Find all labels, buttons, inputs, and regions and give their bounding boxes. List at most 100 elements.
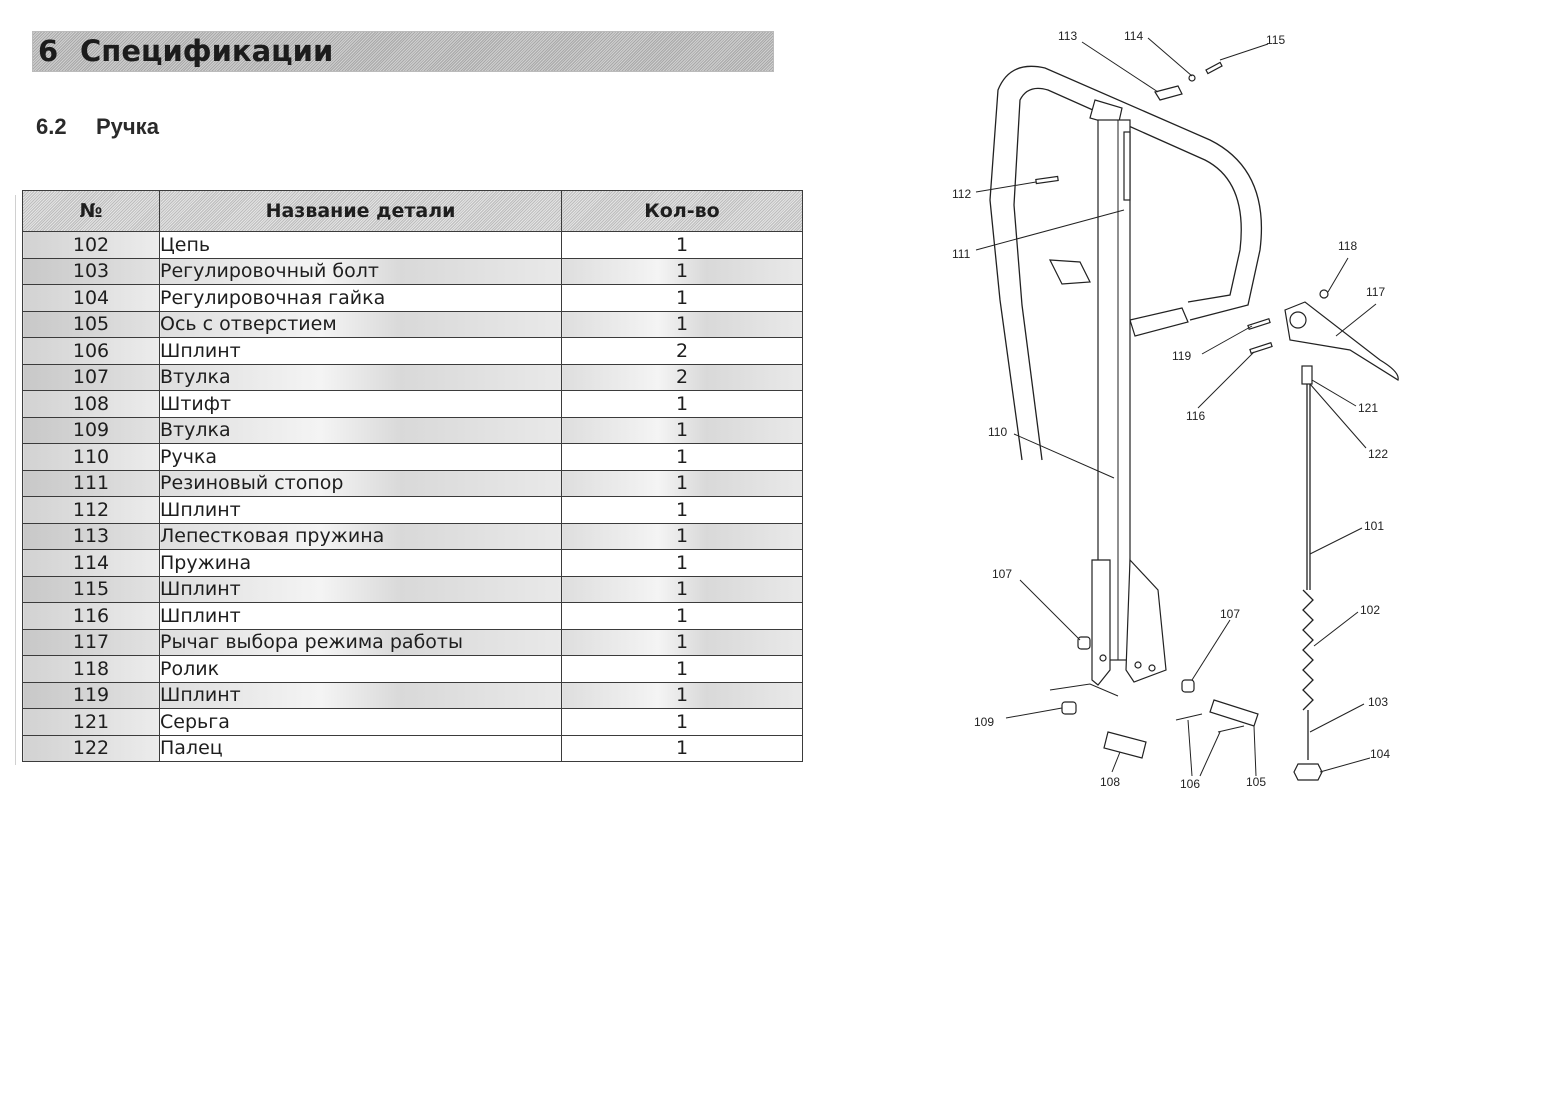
part-quantity: 1 — [561, 469, 803, 497]
cotter-pin-part — [1175, 713, 1203, 721]
part-number: 114 — [22, 549, 160, 577]
callout-101: 101 — [1364, 519, 1384, 533]
leader-line — [1147, 37, 1193, 77]
leader-line — [975, 181, 1037, 193]
part-number: 121 — [22, 708, 160, 736]
leader-line — [1309, 383, 1367, 449]
part-name: Палец — [159, 734, 562, 762]
cotter-pin-part — [1247, 317, 1271, 331]
part-number: 119 — [22, 681, 160, 709]
section-title: Спецификации — [80, 34, 334, 68]
lever-pivot — [1289, 311, 1307, 329]
bushing-part — [1061, 701, 1077, 715]
column-header-quantity: Кол-во — [561, 190, 803, 232]
handle-loop-outer — [989, 65, 1263, 461]
part-name: Втулка — [159, 416, 562, 444]
part-name: Шплинт — [159, 496, 562, 524]
leader-line — [1219, 43, 1269, 61]
part-name: Цепь — [159, 231, 562, 259]
callout-121: 121 — [1358, 401, 1378, 415]
leaf-spring-part — [1154, 85, 1183, 101]
part-number: 111 — [22, 469, 160, 497]
leader-line — [1081, 41, 1159, 93]
leader-line — [1253, 725, 1257, 777]
part-quantity: 1 — [561, 310, 803, 338]
part-quantity: 1 — [561, 284, 803, 312]
fork-hole — [1148, 664, 1156, 672]
part-quantity: 1 — [561, 708, 803, 736]
part-name: Ролик — [159, 655, 562, 683]
part-quantity: 1 — [561, 734, 803, 762]
part-number: 104 — [22, 284, 160, 312]
callout-107: 107 — [1220, 607, 1240, 621]
part-name: Серьга — [159, 708, 562, 736]
leader-line — [1013, 433, 1115, 479]
callout-116: 116 — [1186, 409, 1205, 423]
part-number: 113 — [22, 522, 160, 550]
part-quantity: 1 — [561, 522, 803, 550]
subsection-number: 6.2 — [36, 114, 67, 139]
shaft-fork-left — [1091, 559, 1111, 686]
part-name: Шплинт — [159, 337, 562, 365]
callout-102: 102 — [1360, 603, 1380, 617]
callout-113: 113 — [1058, 29, 1077, 43]
callout-115: 115 — [1266, 33, 1285, 47]
handle-loop-inner — [1013, 87, 1242, 461]
fork-hole — [1099, 654, 1107, 662]
mode-lever — [1284, 301, 1399, 381]
part-quantity: 1 — [561, 681, 803, 709]
part-quantity: 1 — [561, 231, 803, 259]
shackle-part — [1301, 365, 1313, 385]
part-number: 103 — [22, 257, 160, 285]
leader-line — [1201, 325, 1253, 355]
cotter-pin-part — [1205, 61, 1223, 75]
callout-117: 117 — [1366, 285, 1385, 299]
part-number: 105 — [22, 310, 160, 338]
callout-105: 105 — [1246, 775, 1266, 789]
assembly-guide — [1049, 683, 1119, 697]
leader-line — [1005, 707, 1063, 719]
column-header-name: Название детали — [159, 190, 562, 232]
column-header-number: № — [22, 190, 160, 232]
leader-line — [1309, 527, 1363, 555]
handle-exploded-diagram: 113 114 115 112 111 118 117 119 116 121 … — [952, 29, 1399, 791]
callout-108: 108 — [1100, 775, 1120, 789]
part-name: Шплинт — [159, 602, 562, 630]
leader-line — [1327, 257, 1349, 293]
cotter-pin-part — [1249, 341, 1273, 355]
subsection-heading: 6.2 Ручка — [36, 114, 159, 140]
section-number: 6 — [38, 34, 59, 68]
part-number: 112 — [22, 496, 160, 524]
handle-grip — [1048, 259, 1091, 285]
callout-103: 103 — [1368, 695, 1388, 709]
leader-line — [1335, 303, 1377, 337]
subsection-title: Ручка — [96, 114, 159, 139]
bushing-part — [1077, 636, 1091, 650]
bushing-part — [1181, 679, 1195, 693]
callout-104: 104 — [1370, 747, 1390, 761]
part-quantity: 1 — [561, 655, 803, 683]
part-name: Резиновый стопор — [159, 469, 562, 497]
part-quantity: 1 — [561, 628, 803, 656]
callout-106: 106 — [1180, 777, 1200, 791]
callout-122: 122 — [1368, 447, 1388, 461]
part-quantity: 2 — [561, 337, 803, 365]
callout-112: 112 — [952, 187, 971, 201]
leader-line — [1197, 351, 1255, 409]
part-number: 109 — [22, 416, 160, 444]
callout-114: 114 — [1124, 29, 1143, 43]
